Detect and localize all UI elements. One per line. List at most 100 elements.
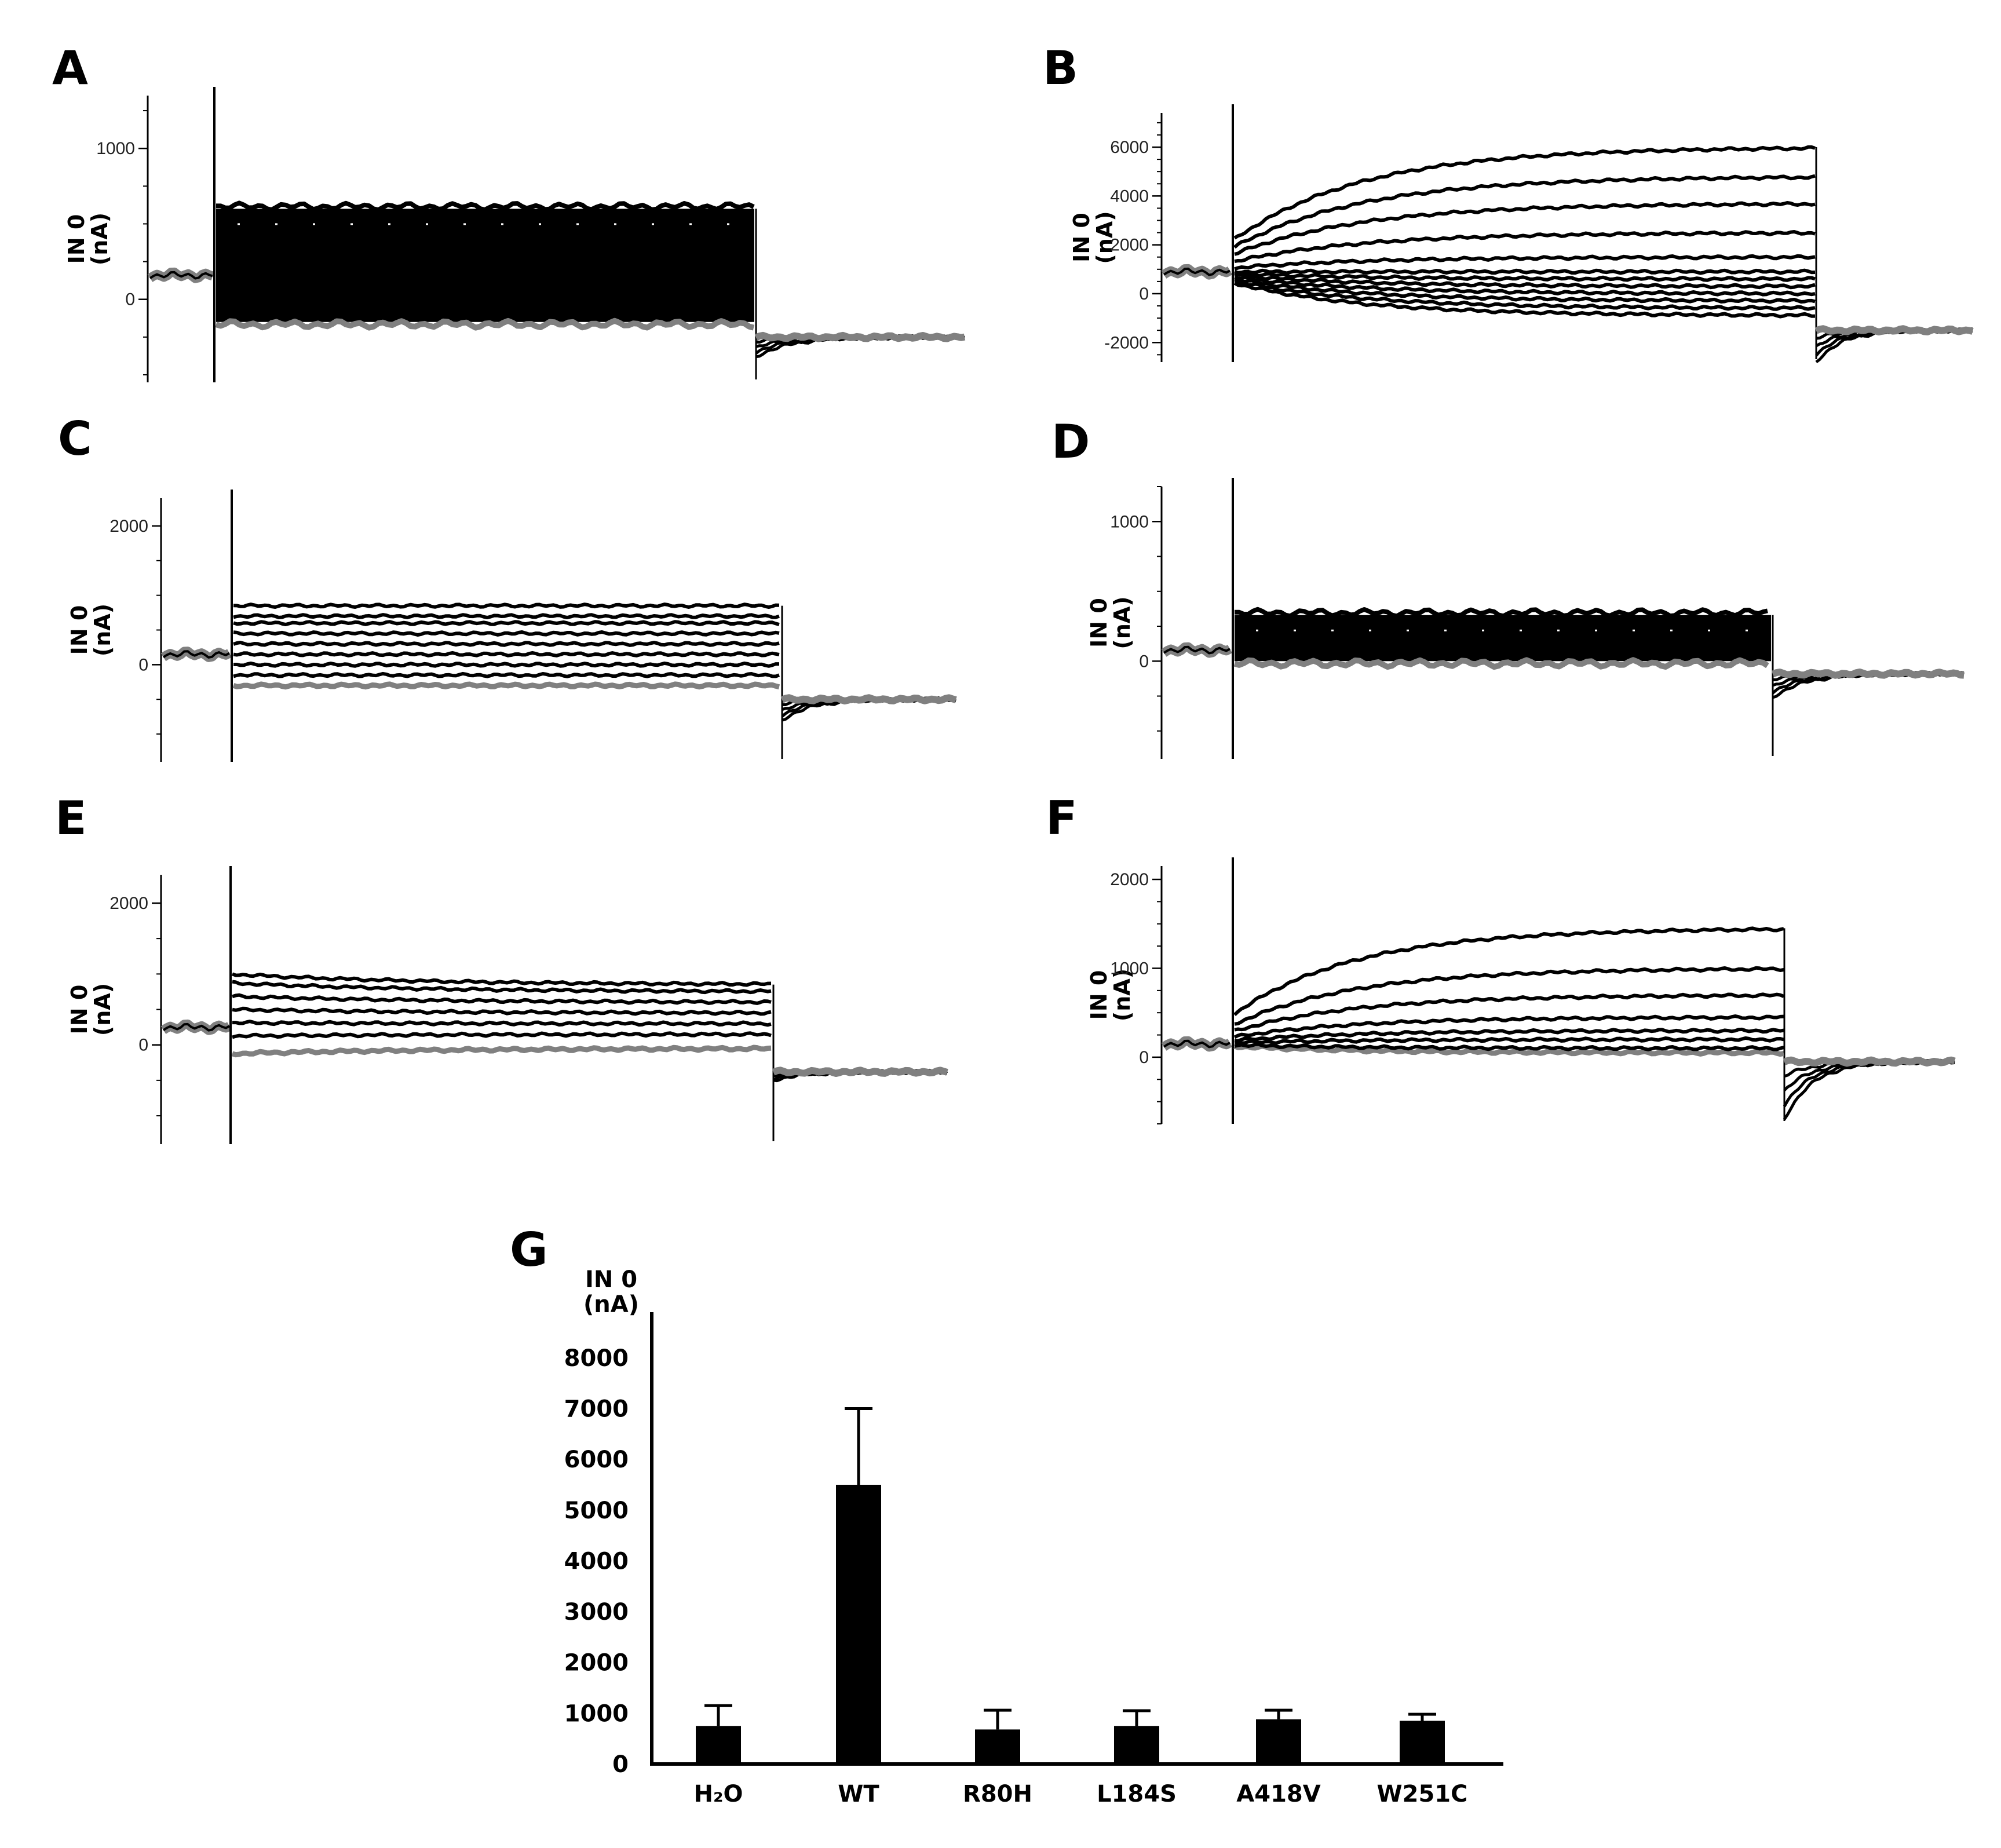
current-trace [233,620,780,626]
y-tick-label: 4000 [564,1548,629,1575]
bar-4 [1256,1719,1301,1764]
x-category-label: L184S [1097,1781,1177,1807]
trace-speckle [1670,629,1673,631]
y-axis-label-line-2: (nA) [90,604,115,656]
y-tick-label: 1000 [1110,512,1149,531]
trace-speckle [1444,629,1447,631]
y-axis-label: IN 0(nA) [1086,969,1135,1021]
dense-trace-block [1235,615,1771,662]
dense-trace-block [216,209,754,322]
bar-1 [836,1484,881,1764]
y-tick-label: 3000 [564,1599,629,1626]
y-axis-label-line-2: (nA) [1092,211,1118,264]
y-tick-label: 1000 [96,139,135,158]
trace-speckle [1746,629,1748,631]
traces [1161,857,1956,1124]
trace-speckle [1256,629,1258,631]
bar-3 [1114,1726,1159,1764]
holding-trace [149,271,213,280]
trace-speckle [1557,629,1560,631]
panel-letter-c: C [58,412,92,466]
y-axis-label: IN 0(nA) [67,604,115,656]
y-tick-label: 6000 [1110,138,1149,157]
trace-speckle [388,223,390,225]
y-tick-label: 7000 [564,1396,629,1423]
y-axis-label-line-1: IN 0 [67,605,92,655]
current-trace [232,1006,772,1016]
trace-speckle [727,223,729,225]
holding-trace [1163,645,1230,655]
current-trace [1234,271,1816,282]
current-trace [1234,966,1784,1026]
trace-speckle [426,223,428,225]
tail-trace [754,331,966,342]
y-tick-label: 0 [138,655,148,674]
y-axis-label-line-1: IN 0 [585,1266,637,1293]
panel-letter-f: F [1046,791,1078,845]
y-axis-label-line-1: IN 0 [1069,213,1094,262]
trace-speckle [501,223,503,225]
trace-speckle [1294,629,1296,631]
current-trace [232,1020,772,1027]
y-axis-label-line-1: IN 0 [67,985,92,1035]
y-tick-label: 0 [1139,1048,1149,1067]
y-tick-label: 8000 [564,1345,629,1372]
y-tick-label: 2000 [109,894,148,913]
trace-speckle [1520,629,1522,631]
trace-speckle [275,223,277,225]
traces [1161,478,1965,759]
y-tick-label: 0 [1139,284,1149,304]
bar-0 [696,1726,741,1764]
current-trace [1233,145,1816,240]
panel-letter-b: B [1043,41,1078,95]
y-tick-label: 0 [138,1036,148,1055]
y-tick-label: 0 [612,1751,629,1778]
current-trace [1233,926,1784,1016]
tail-trace [772,1067,948,1077]
y-axis-label: IN 0(nA) [64,213,112,265]
current-trace [1234,275,1816,297]
panel-letter-e: E [55,791,87,845]
tail-trace [1814,325,1974,335]
trace-speckle [463,223,466,225]
panel-letter-d: D [1051,415,1090,469]
trace-speckle [1633,629,1635,631]
trace-speckle [539,223,541,225]
current-trace [1233,282,1816,319]
tail-trace [780,694,957,704]
panel-c: C IN 0(nA) 0 2000 [58,412,957,762]
y-tick-label: 0 [1139,652,1149,671]
y-axis-label-line-1: IN 0 [1086,970,1112,1020]
y-axis-label-line-2: (nA) [90,983,115,1036]
x-category-label: R80H [963,1781,1032,1807]
trace-speckle [313,223,315,225]
y-tick-label: 4000 [1110,187,1149,206]
current-trace [232,1031,772,1039]
current-trace [1234,1042,1784,1051]
y-tick-label: 2000 [564,1650,629,1677]
y-tick-label: 2000 [1110,236,1149,255]
trace-speckle [1331,629,1334,631]
trace-speckle [1708,629,1710,631]
y-axis-label-line-1: IN 0 [64,214,89,264]
y-tick-label: 6000 [564,1447,629,1473]
current-trace [233,661,779,668]
trace-speckle [1369,629,1371,631]
current-trace [1234,254,1816,271]
x-category-label: W251C [1377,1781,1468,1807]
y-tick-label: 2000 [109,517,148,536]
tail-trace [1783,1056,1956,1067]
trace-top-edge [1235,607,1768,619]
current-trace [233,651,780,658]
trace-speckle [652,223,654,225]
current-trace [232,980,772,995]
traces [160,490,957,762]
y-tick-label: 2000 [1110,870,1149,889]
current-trace [1234,268,1816,275]
y-axis-label-line-2: (nA) [1109,596,1135,649]
panel-g: GIN 0(nA)0100020003000400050006000700080… [510,1223,1503,1807]
